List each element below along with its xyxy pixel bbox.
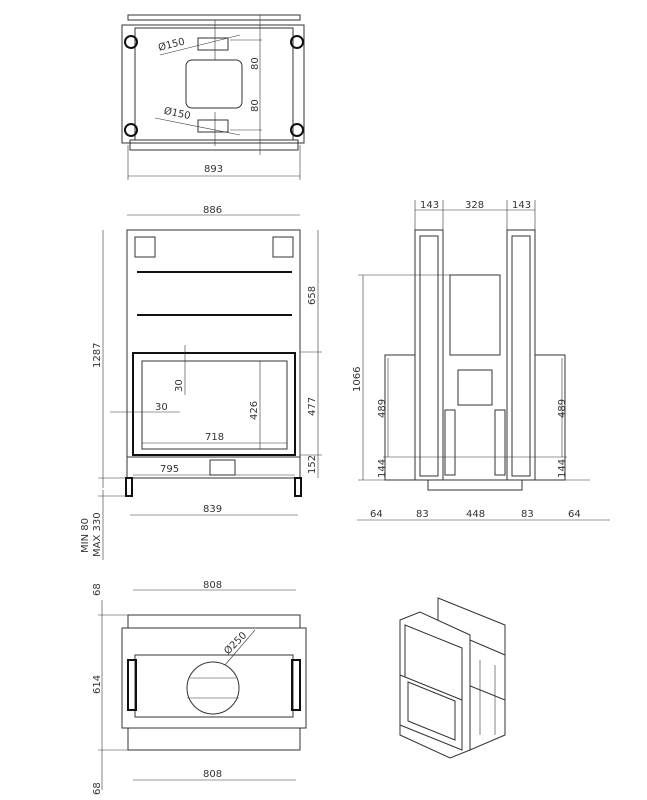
bottom-width-top: 808 bbox=[203, 580, 222, 591]
top-offset-lower: 80 bbox=[250, 99, 261, 112]
top-width: 893 bbox=[204, 164, 223, 175]
isometric-view bbox=[399, 597, 506, 759]
side-b-64-right: 64 bbox=[568, 509, 581, 520]
front-glass-height: 426 bbox=[249, 401, 260, 420]
bottom-width-bottom: 808 bbox=[203, 769, 222, 780]
side-b-83-left: 83 bbox=[416, 509, 429, 520]
bottom-view: 808 808 68 614 68 Ø250 bbox=[92, 580, 307, 795]
side-b-83-right: 83 bbox=[521, 509, 534, 520]
side-b-448: 448 bbox=[466, 509, 485, 520]
side-col-right: 143 bbox=[512, 200, 531, 211]
front-door-width: 795 bbox=[160, 464, 179, 475]
front-glass-width: 718 bbox=[205, 432, 224, 443]
front-inner-30-h: 30 bbox=[155, 402, 168, 413]
front-width-top: 886 bbox=[203, 205, 222, 216]
bottom-depth-bottom: 68 bbox=[92, 782, 103, 795]
side-panel-left: 489 bbox=[377, 399, 388, 418]
top-offset-upper: 80 bbox=[250, 57, 261, 70]
side-base-left: 144 bbox=[377, 459, 388, 478]
front-inner-30-v: 30 bbox=[174, 379, 185, 392]
front-height-total: 1287 bbox=[92, 343, 103, 368]
side-panel-right: 489 bbox=[557, 399, 568, 418]
side-base-right: 144 bbox=[557, 459, 568, 478]
front-leg-max: MAX 330 bbox=[92, 512, 103, 557]
side-center: 328 bbox=[465, 200, 484, 211]
top-view: Ø150 Ø150 80 80 893 bbox=[121, 14, 305, 180]
bottom-depth: 614 bbox=[92, 675, 103, 694]
front-height-upper: 658 bbox=[307, 286, 318, 305]
side-view: 143 328 143 1066 489 489 144 144 64 83 4… bbox=[352, 200, 610, 521]
bottom-depth-top: 68 bbox=[92, 583, 103, 596]
front-view: 886 1287 658 477 152 30 30 426 718 795 8… bbox=[80, 205, 322, 560]
side-col-left: 143 bbox=[420, 200, 439, 211]
front-base-height: 152 bbox=[307, 455, 318, 474]
front-base-width: 839 bbox=[203, 504, 222, 515]
side-height: 1066 bbox=[352, 367, 363, 392]
top-dia-lower: Ø150 bbox=[163, 105, 192, 122]
front-opening-height: 477 bbox=[307, 397, 318, 416]
top-dia-upper: Ø150 bbox=[157, 36, 186, 54]
front-leg-min: MIN 80 bbox=[80, 518, 91, 553]
side-b-64-left: 64 bbox=[370, 509, 383, 520]
